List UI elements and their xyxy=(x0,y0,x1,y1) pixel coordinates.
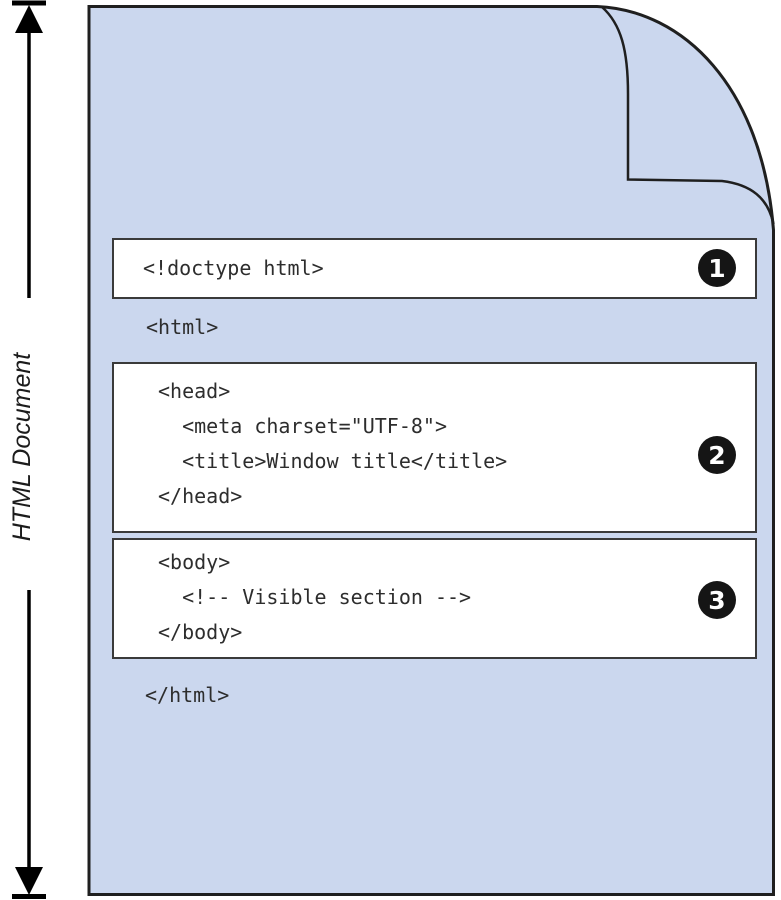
code-line: <meta charset="UTF-8"> xyxy=(158,414,447,438)
step-badge-1: 1 xyxy=(698,249,736,287)
code-line: </head> xyxy=(158,484,243,508)
html-open-tag: <html> xyxy=(146,315,219,339)
code-line: <body> xyxy=(158,550,231,574)
doctype-box: <!doctype html> xyxy=(112,238,757,299)
code-line: <!doctype html> xyxy=(143,256,324,280)
body-box: <body> <!-- Visible section --> </body> xyxy=(112,538,757,659)
step-badge-3: 3 xyxy=(698,581,736,619)
code-line: <!-- Visible section --> xyxy=(158,585,472,609)
code-line: <title>Window title</title> xyxy=(158,449,508,473)
code-line: </body> xyxy=(158,620,243,644)
measure-arrow-up-head xyxy=(15,5,43,33)
html-close-tag: </html> xyxy=(145,683,230,707)
head-box: <head> <meta charset="UTF-8"> <title>Win… xyxy=(112,362,757,533)
measure-arrow xyxy=(12,0,46,899)
html-document-label: HTML Document xyxy=(8,352,36,542)
measure-arrow-down-head xyxy=(15,867,43,895)
step-badge-2: 2 xyxy=(698,436,736,474)
folded-corner-crease xyxy=(601,6,775,225)
code-line: <head> xyxy=(158,379,231,403)
